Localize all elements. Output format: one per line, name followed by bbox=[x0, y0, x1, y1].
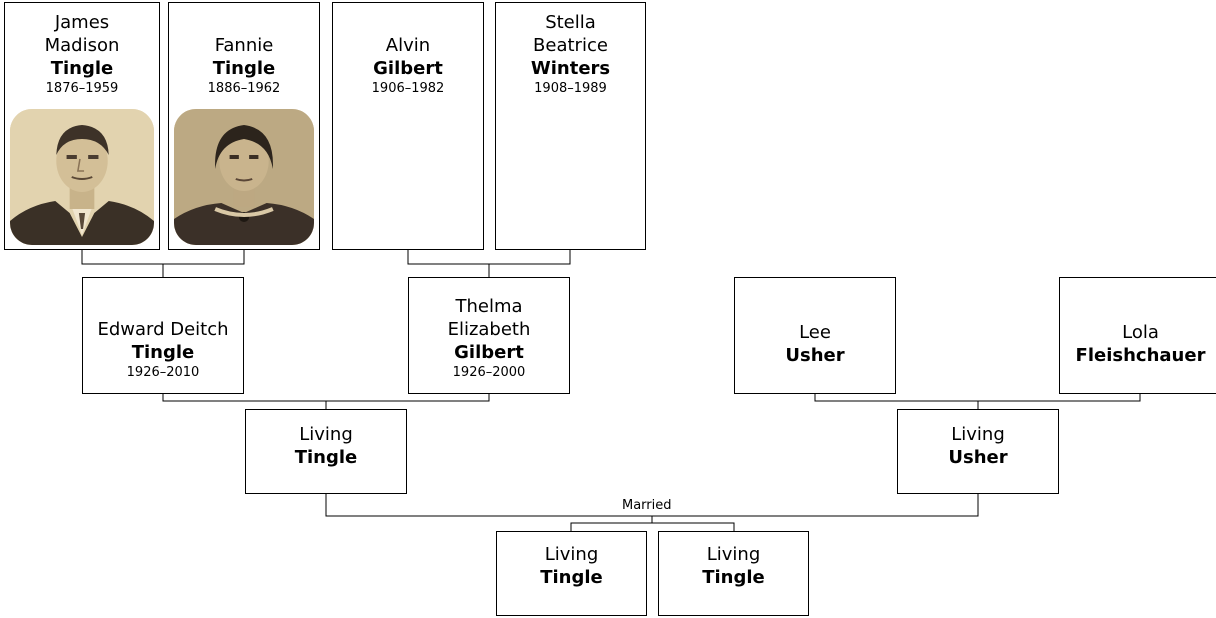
life-years: 1906–1982 bbox=[371, 81, 445, 96]
first-name: Lola bbox=[1122, 322, 1159, 343]
last-name: Tingle bbox=[702, 567, 765, 588]
first-name: Stella Beatrice bbox=[533, 12, 608, 56]
connector-james-fannie bbox=[81, 250, 245, 265]
last-name: Gilbert bbox=[373, 58, 443, 79]
life-years: 1926–2010 bbox=[126, 365, 200, 380]
connector-children bbox=[570, 522, 735, 531]
last-name: Tingle bbox=[50, 58, 114, 79]
last-name: Winters bbox=[530, 58, 611, 79]
first-name: Thelma Elizabeth bbox=[447, 296, 531, 340]
first-name: Living bbox=[706, 544, 761, 565]
last-name: Usher bbox=[785, 345, 845, 366]
last-name: Tingle bbox=[540, 567, 603, 588]
first-name: Edward Deitch bbox=[97, 319, 229, 340]
first-name: Living bbox=[951, 424, 1005, 445]
last-name: Usher bbox=[948, 447, 1008, 468]
person-card-alvin-gilbert[interactable]: Alvin Gilbert 1906–1982 bbox=[332, 2, 484, 250]
person-card-lola-fleishchauer[interactable]: Lola Fleishchauer bbox=[1059, 277, 1216, 394]
life-years: 1886–1962 bbox=[207, 81, 281, 96]
person-card-stella-beatrice-winters[interactable]: Stella Beatrice Winters 1908–1989 bbox=[495, 2, 646, 250]
person-card-fannie-tingle[interactable]: Fannie Tingle 1886–1962 bbox=[168, 2, 320, 250]
first-name: Living bbox=[544, 544, 599, 565]
life-years: 1876–1959 bbox=[45, 81, 119, 96]
person-card-living-tingle[interactable]: Living Tingle bbox=[245, 409, 407, 494]
last-name: Tingle bbox=[131, 342, 195, 363]
last-name: Fleishchauer bbox=[1075, 345, 1206, 366]
person-card-lee-usher[interactable]: Lee Usher bbox=[734, 277, 896, 394]
life-years: 1908–1989 bbox=[534, 81, 607, 96]
portrait-woman-photo bbox=[174, 109, 314, 245]
first-name: Fannie bbox=[214, 35, 274, 56]
last-name: Tingle bbox=[294, 447, 358, 468]
connector-lee-lola bbox=[814, 394, 1141, 402]
person-card-child-living-tingle-2[interactable]: Living Tingle bbox=[658, 531, 809, 616]
person-card-living-usher[interactable]: Living Usher bbox=[897, 409, 1059, 494]
last-name: Tingle bbox=[212, 58, 276, 79]
last-name: Gilbert bbox=[454, 342, 524, 363]
first-name: Alvin bbox=[385, 35, 431, 56]
life-years: 1926–2000 bbox=[452, 365, 526, 380]
connector-alvin-stella bbox=[407, 250, 571, 265]
person-card-edward-deitch-tingle[interactable]: Edward Deitch Tingle 1926–2010 bbox=[82, 277, 244, 394]
connector-edward-thelma bbox=[162, 394, 490, 402]
first-name: James Madison bbox=[44, 12, 120, 56]
person-card-james-madison-tingle[interactable]: James Madison Tingle 1876–1959 bbox=[4, 2, 160, 250]
marriage-label: Married bbox=[620, 498, 674, 514]
person-card-thelma-elizabeth-gilbert[interactable]: Thelma Elizabeth Gilbert 1926–2000 bbox=[408, 277, 570, 394]
first-name: Living bbox=[299, 424, 353, 445]
first-name: Lee bbox=[799, 322, 831, 343]
person-card-child-living-tingle-1[interactable]: Living Tingle bbox=[496, 531, 647, 616]
portrait-man-photo bbox=[10, 109, 154, 245]
